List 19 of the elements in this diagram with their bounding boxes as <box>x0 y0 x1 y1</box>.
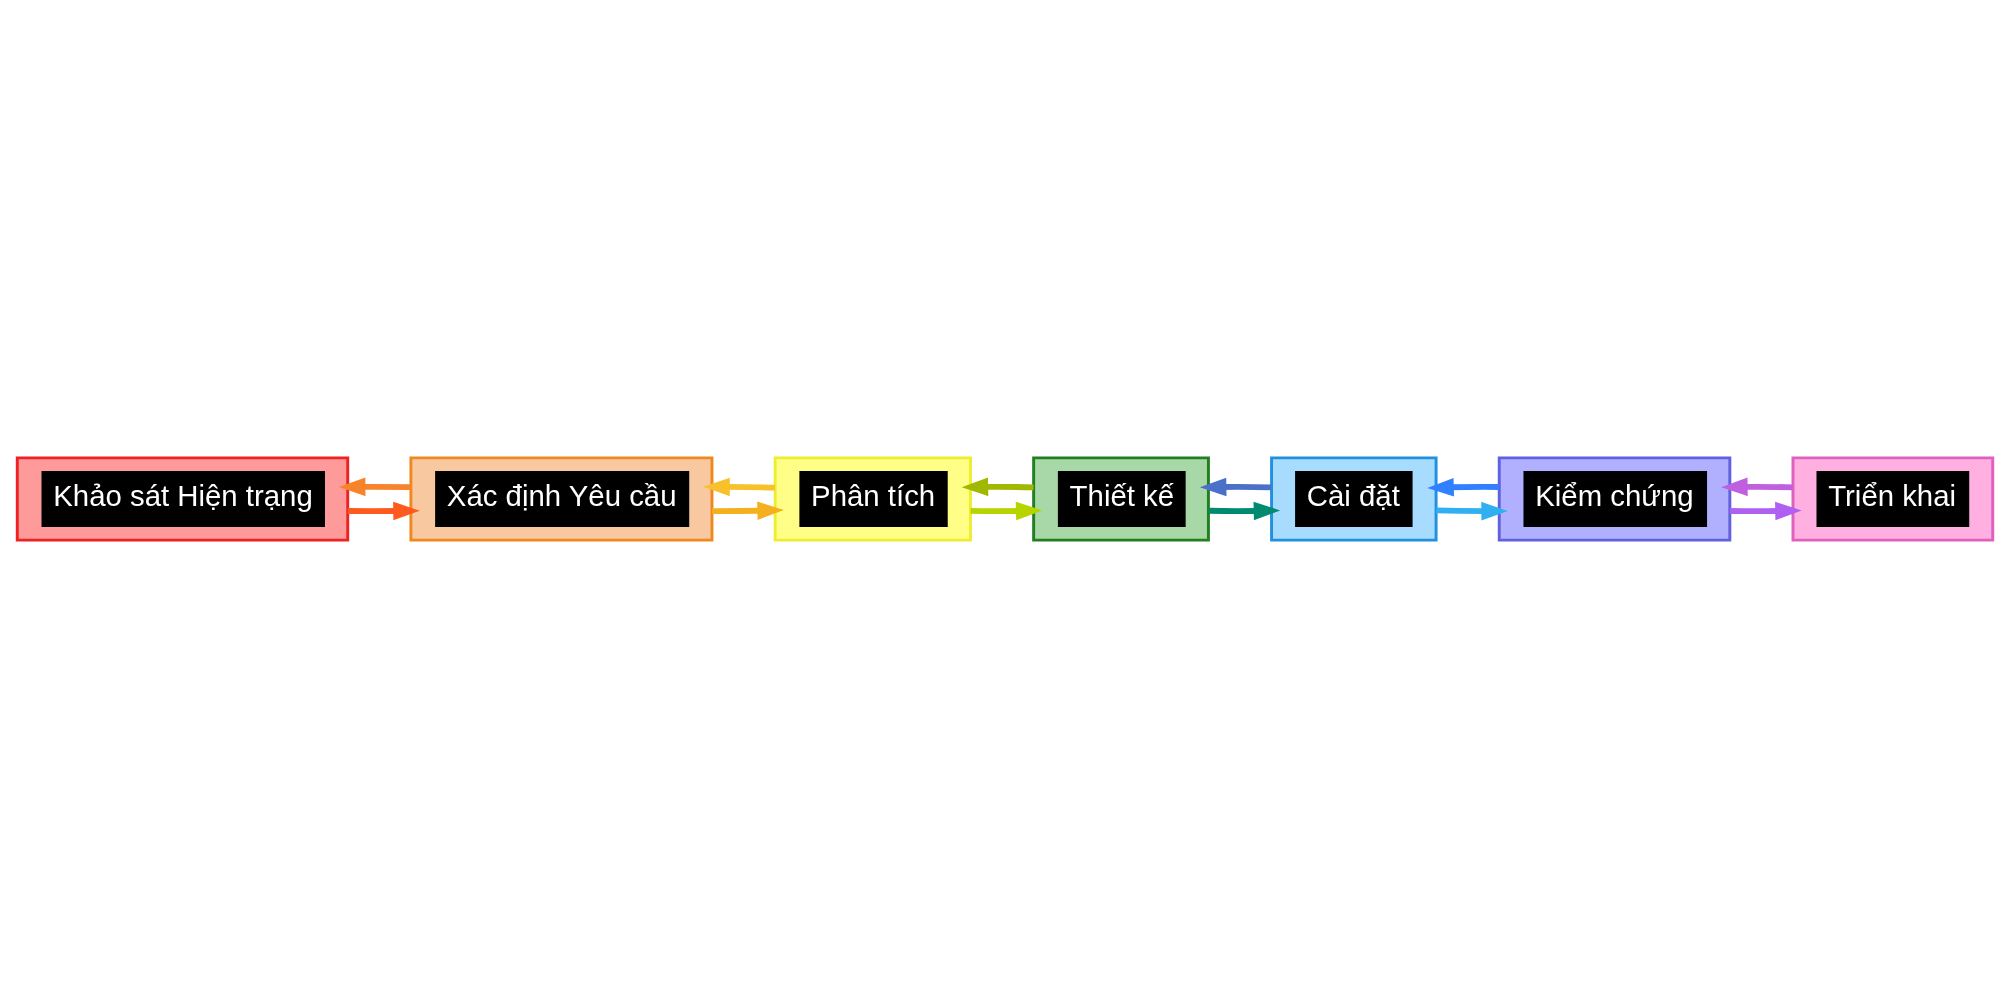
node-box: Khảo sát Hiện trạng <box>15 456 350 542</box>
arrow <box>712 501 784 521</box>
arrow <box>1729 501 1802 521</box>
node-box: Triển khai <box>1791 456 1995 542</box>
arrow <box>347 501 420 521</box>
node-box: Thiết kế <box>1032 456 1210 542</box>
arrow <box>970 501 1043 521</box>
arrow <box>1436 501 1508 521</box>
arrow <box>1721 477 1793 497</box>
arrow <box>1208 501 1281 521</box>
arrow <box>338 477 411 497</box>
arrow <box>961 477 1034 497</box>
node-box: Cài đặt <box>1270 456 1438 542</box>
arrow <box>1199 477 1272 497</box>
node-box: Phân tích <box>773 456 972 542</box>
node-box: Kiểm chứng <box>1497 456 1732 542</box>
arrow <box>1427 477 1499 497</box>
node-box: Xác định Yêu cầu <box>409 456 714 542</box>
arrow <box>703 477 776 497</box>
